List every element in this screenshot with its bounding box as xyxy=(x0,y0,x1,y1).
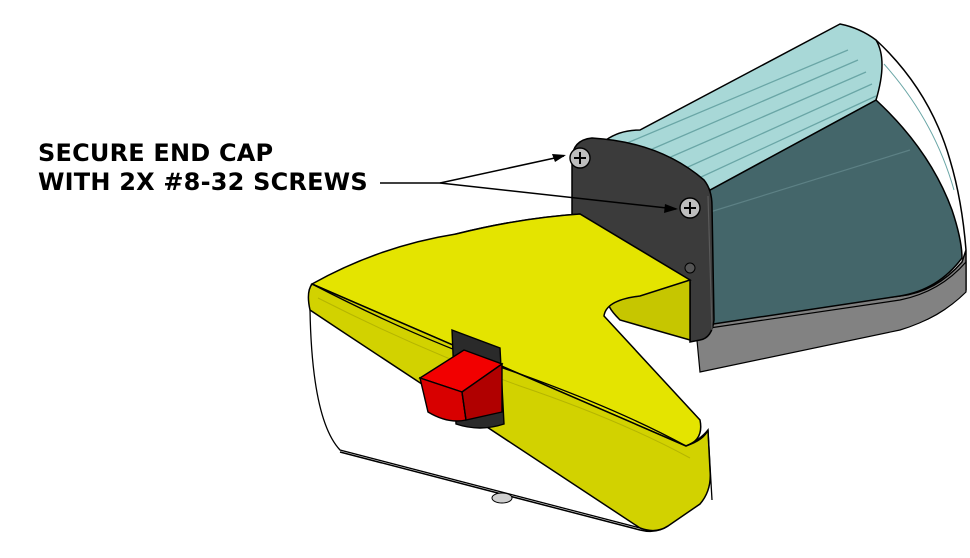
housing-front-face xyxy=(307,283,712,532)
rocker-switch xyxy=(418,328,505,429)
screw-lower xyxy=(679,197,701,219)
extrusion-lower-panel xyxy=(695,260,967,373)
screw-upper xyxy=(569,147,591,169)
leader-arrow-lower xyxy=(664,204,678,213)
switch-housing xyxy=(307,213,713,533)
end-cap xyxy=(569,137,715,343)
extrusion-side-face xyxy=(699,99,963,327)
bottom-fastener xyxy=(491,492,513,504)
housing-top-surface xyxy=(310,213,702,447)
leader-arrow-upper xyxy=(552,154,566,162)
callout-leaders xyxy=(380,154,678,213)
end-cap-plate xyxy=(571,137,715,343)
extrusion xyxy=(604,23,967,373)
callout-note: SECURE END CAP WITH 2X #8-32 SCREWS xyxy=(38,139,368,197)
callout-line-1: SECURE END CAP xyxy=(38,139,274,167)
housing-base xyxy=(339,451,669,533)
callout-line-2: WITH 2X #8-32 SCREWS xyxy=(38,168,368,196)
